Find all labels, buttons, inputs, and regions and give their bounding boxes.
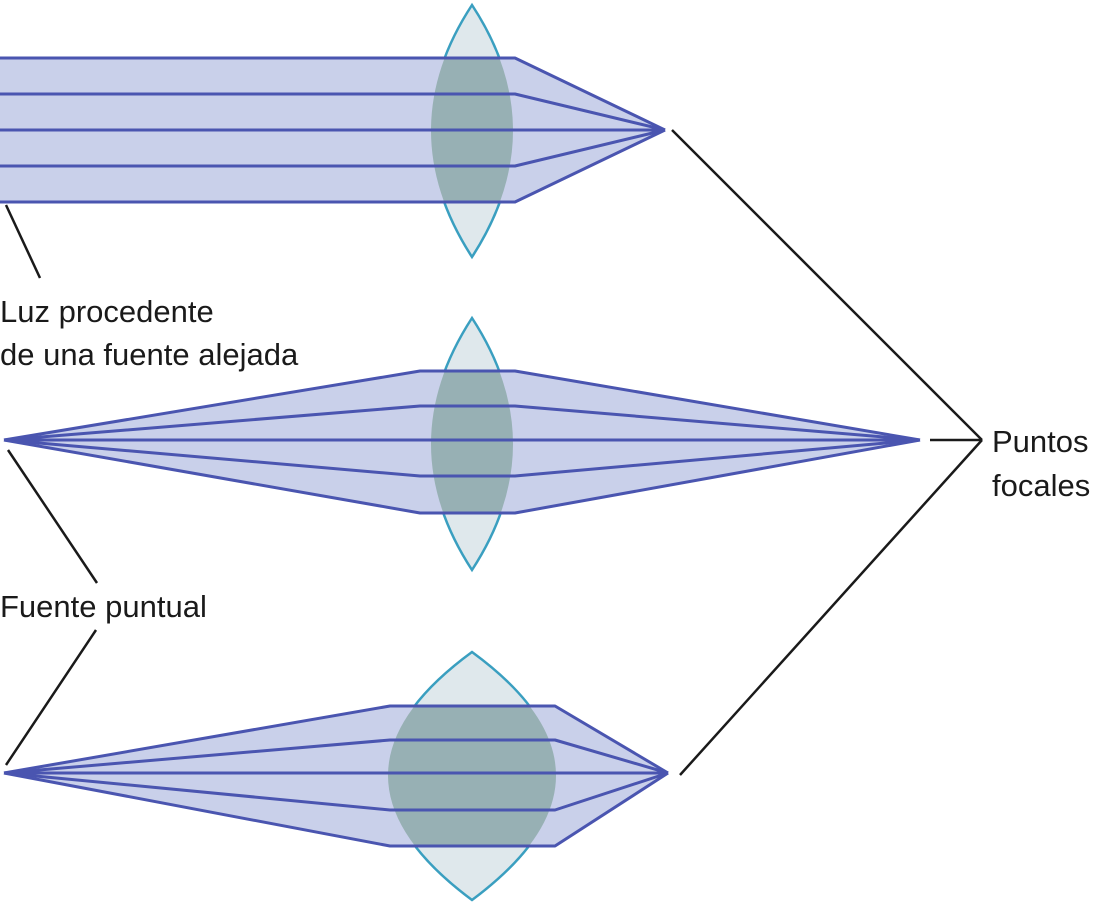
- beam-3: [4, 706, 668, 846]
- leader-focal-bottom: [679, 439, 983, 776]
- point-source-panel-2: [3, 650, 669, 902]
- distant-source-label-line1: Luz procedente: [0, 294, 214, 329]
- point-source-label: Fuente puntual: [0, 589, 207, 624]
- lens-beam-overlap-2: [431, 371, 513, 513]
- leader-point-source-lower: [4, 629, 98, 766]
- leader-lines: [4, 129, 983, 776]
- leader-focal-top: [671, 129, 983, 441]
- leader-point-source: [6, 449, 99, 584]
- rays-1: [0, 56, 666, 204]
- rays-3: [3, 704, 669, 848]
- rays-2: [3, 369, 921, 515]
- focal-points-label-line2: focales: [992, 468, 1090, 503]
- leader-distant-source: [4, 204, 42, 279]
- distant-source-label-line2: de una fuente alejada: [0, 337, 299, 372]
- distant-source-panel: [0, 2, 666, 260]
- point-source-panel-1: [3, 315, 921, 573]
- focal-points-label-line1: Puntos: [992, 424, 1089, 459]
